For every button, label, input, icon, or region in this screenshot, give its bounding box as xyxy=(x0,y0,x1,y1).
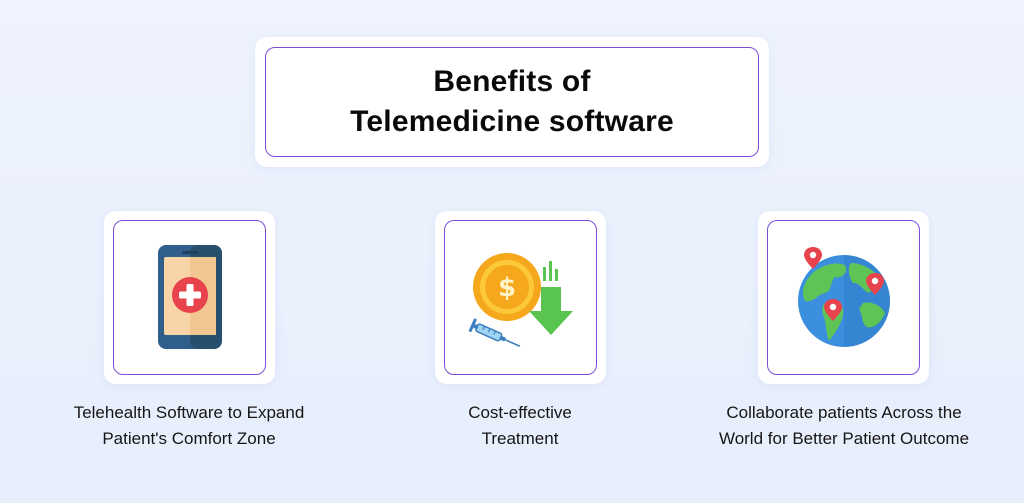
title-line-2: Telemedicine software xyxy=(350,105,674,138)
benefit-card-telehealth xyxy=(104,211,275,384)
mobile-medical-icon xyxy=(157,244,222,349)
caption-global: Collaborate patients Across the World fo… xyxy=(684,400,1004,452)
caption-line: Treatment xyxy=(481,429,559,448)
caption-line: Patient's Comfort Zone xyxy=(102,429,276,448)
benefit-card-global xyxy=(758,211,929,384)
title-line-1: Benefits of xyxy=(433,65,591,98)
location-pin-1 xyxy=(803,246,822,269)
title-frame: Benefits of Telemedicine software xyxy=(265,47,759,157)
benefit-card-frame: $ xyxy=(444,220,597,375)
benefit-card-frame xyxy=(113,220,266,375)
cost-reduction-icon: $ xyxy=(468,252,573,347)
caption-line: World for Better Patient Outcome xyxy=(718,429,970,448)
globe-location-icon xyxy=(797,246,890,347)
caption-line: Cost-effective xyxy=(468,403,572,422)
benefit-card-cost: $ xyxy=(435,211,606,384)
caption-line: Telehealth Software to Expand xyxy=(73,403,305,422)
svg-text:$: $ xyxy=(497,273,515,303)
title-card: Benefits of Telemedicine software xyxy=(255,37,769,167)
caption-telehealth: Telehealth Software to Expand Patient's … xyxy=(29,400,349,452)
location-pin-2 xyxy=(865,272,884,295)
location-pin-3 xyxy=(823,298,842,321)
benefit-card-frame xyxy=(767,220,920,375)
caption-line: Collaborate patients Across the xyxy=(726,403,962,422)
caption-cost: Cost-effective Treatment xyxy=(360,400,680,452)
